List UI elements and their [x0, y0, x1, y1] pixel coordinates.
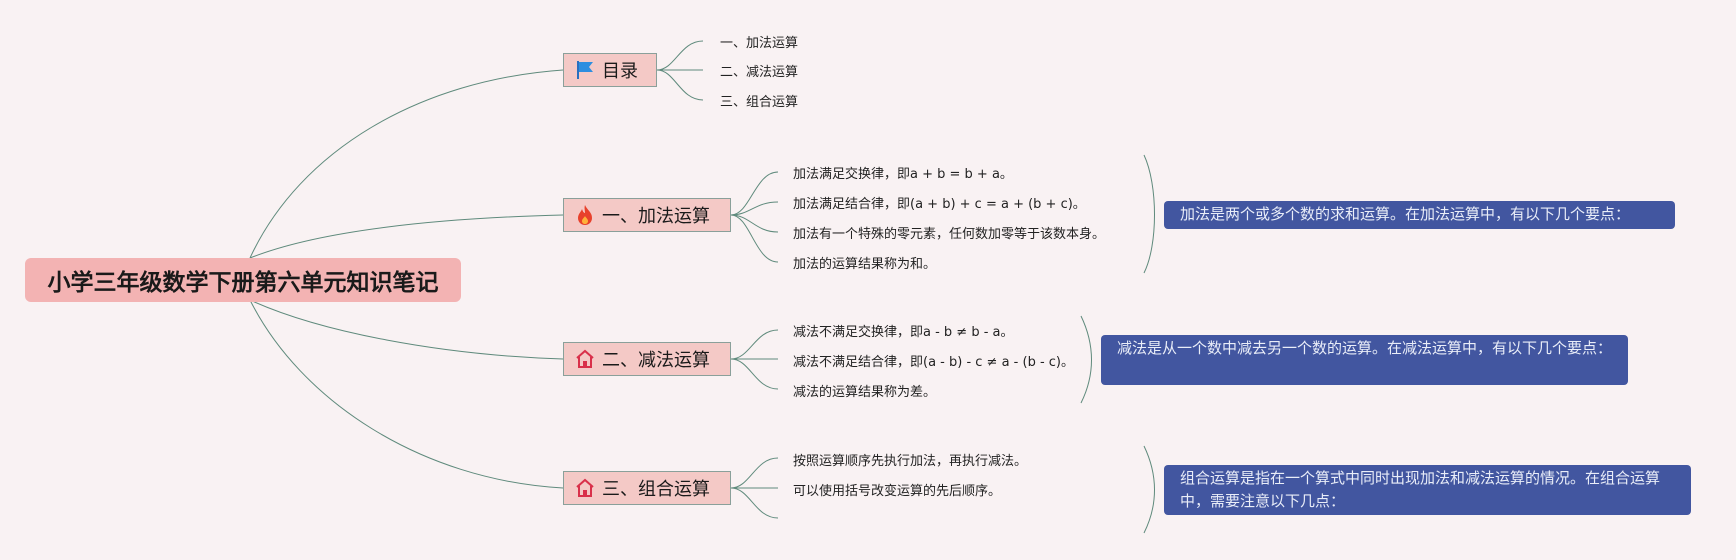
- branch-subtraction[interactable]: 二、减法运算: [563, 342, 731, 376]
- leaf-addition-1: 加法满足交换律，即a + b = b + a。: [793, 167, 1013, 182]
- branch-label: 目录: [602, 61, 638, 82]
- leaf-toc-3: 三、组合运算: [720, 95, 799, 110]
- fire-icon: [578, 205, 592, 225]
- flag-icon: [577, 61, 593, 79]
- leaf-toc-2: 二、减法运算: [720, 65, 799, 80]
- branch-toc[interactable]: 目录: [563, 53, 657, 87]
- leaf-addition-3: 加法有一个特殊的零元素，任何数加零等于该数本身。: [793, 227, 1106, 242]
- leaf-subtraction-2: 减法不满足结合律，即(a - b) - c ≠ a - (b - c)。: [793, 355, 1074, 370]
- home-icon: [576, 349, 594, 368]
- branch-label: 一、加法运算: [602, 206, 710, 227]
- branch-combined[interactable]: 三、组合运算: [563, 471, 731, 505]
- root-topic[interactable]: 小学三年级数学下册第六单元知识笔记: [25, 258, 461, 302]
- summary-addition: 加法是两个或多个数的求和运算。在加法运算中，有以下几个要点：: [1164, 201, 1675, 229]
- branch-label: 二、减法运算: [602, 350, 710, 371]
- summary-subtraction: 减法是从一个数中减去另一个数的运算。在减法运算中，有以下几个要点：: [1101, 335, 1628, 385]
- summary-combined: 组合运算是指在一个算式中同时出现加法和减法运算的情况。在组合运算中，需要注意以下…: [1164, 465, 1691, 515]
- leaf-subtraction-3: 减法的运算结果称为差。: [793, 385, 937, 400]
- leaf-subtraction-1: 减法不满足交换律，即a - b ≠ b - a。: [793, 325, 1014, 340]
- leaf-addition-2: 加法满足结合律，即(a + b) + c = a + (b + c)。: [793, 197, 1086, 212]
- root-title: 小学三年级数学下册第六单元知识笔记: [47, 270, 439, 296]
- leaf-addition-4: 加法的运算结果称为和。: [793, 257, 937, 272]
- branch-addition[interactable]: 一、加法运算: [563, 198, 731, 232]
- home-icon: [576, 478, 594, 497]
- branch-label: 三、组合运算: [602, 479, 710, 500]
- leaf-toc-1: 一、加法运算: [720, 36, 799, 51]
- leaf-combined-2: 可以使用括号改变运算的先后顺序。: [793, 484, 1002, 499]
- leaf-combined-1: 按照运算顺序先执行加法，再执行减法。: [793, 454, 1028, 469]
